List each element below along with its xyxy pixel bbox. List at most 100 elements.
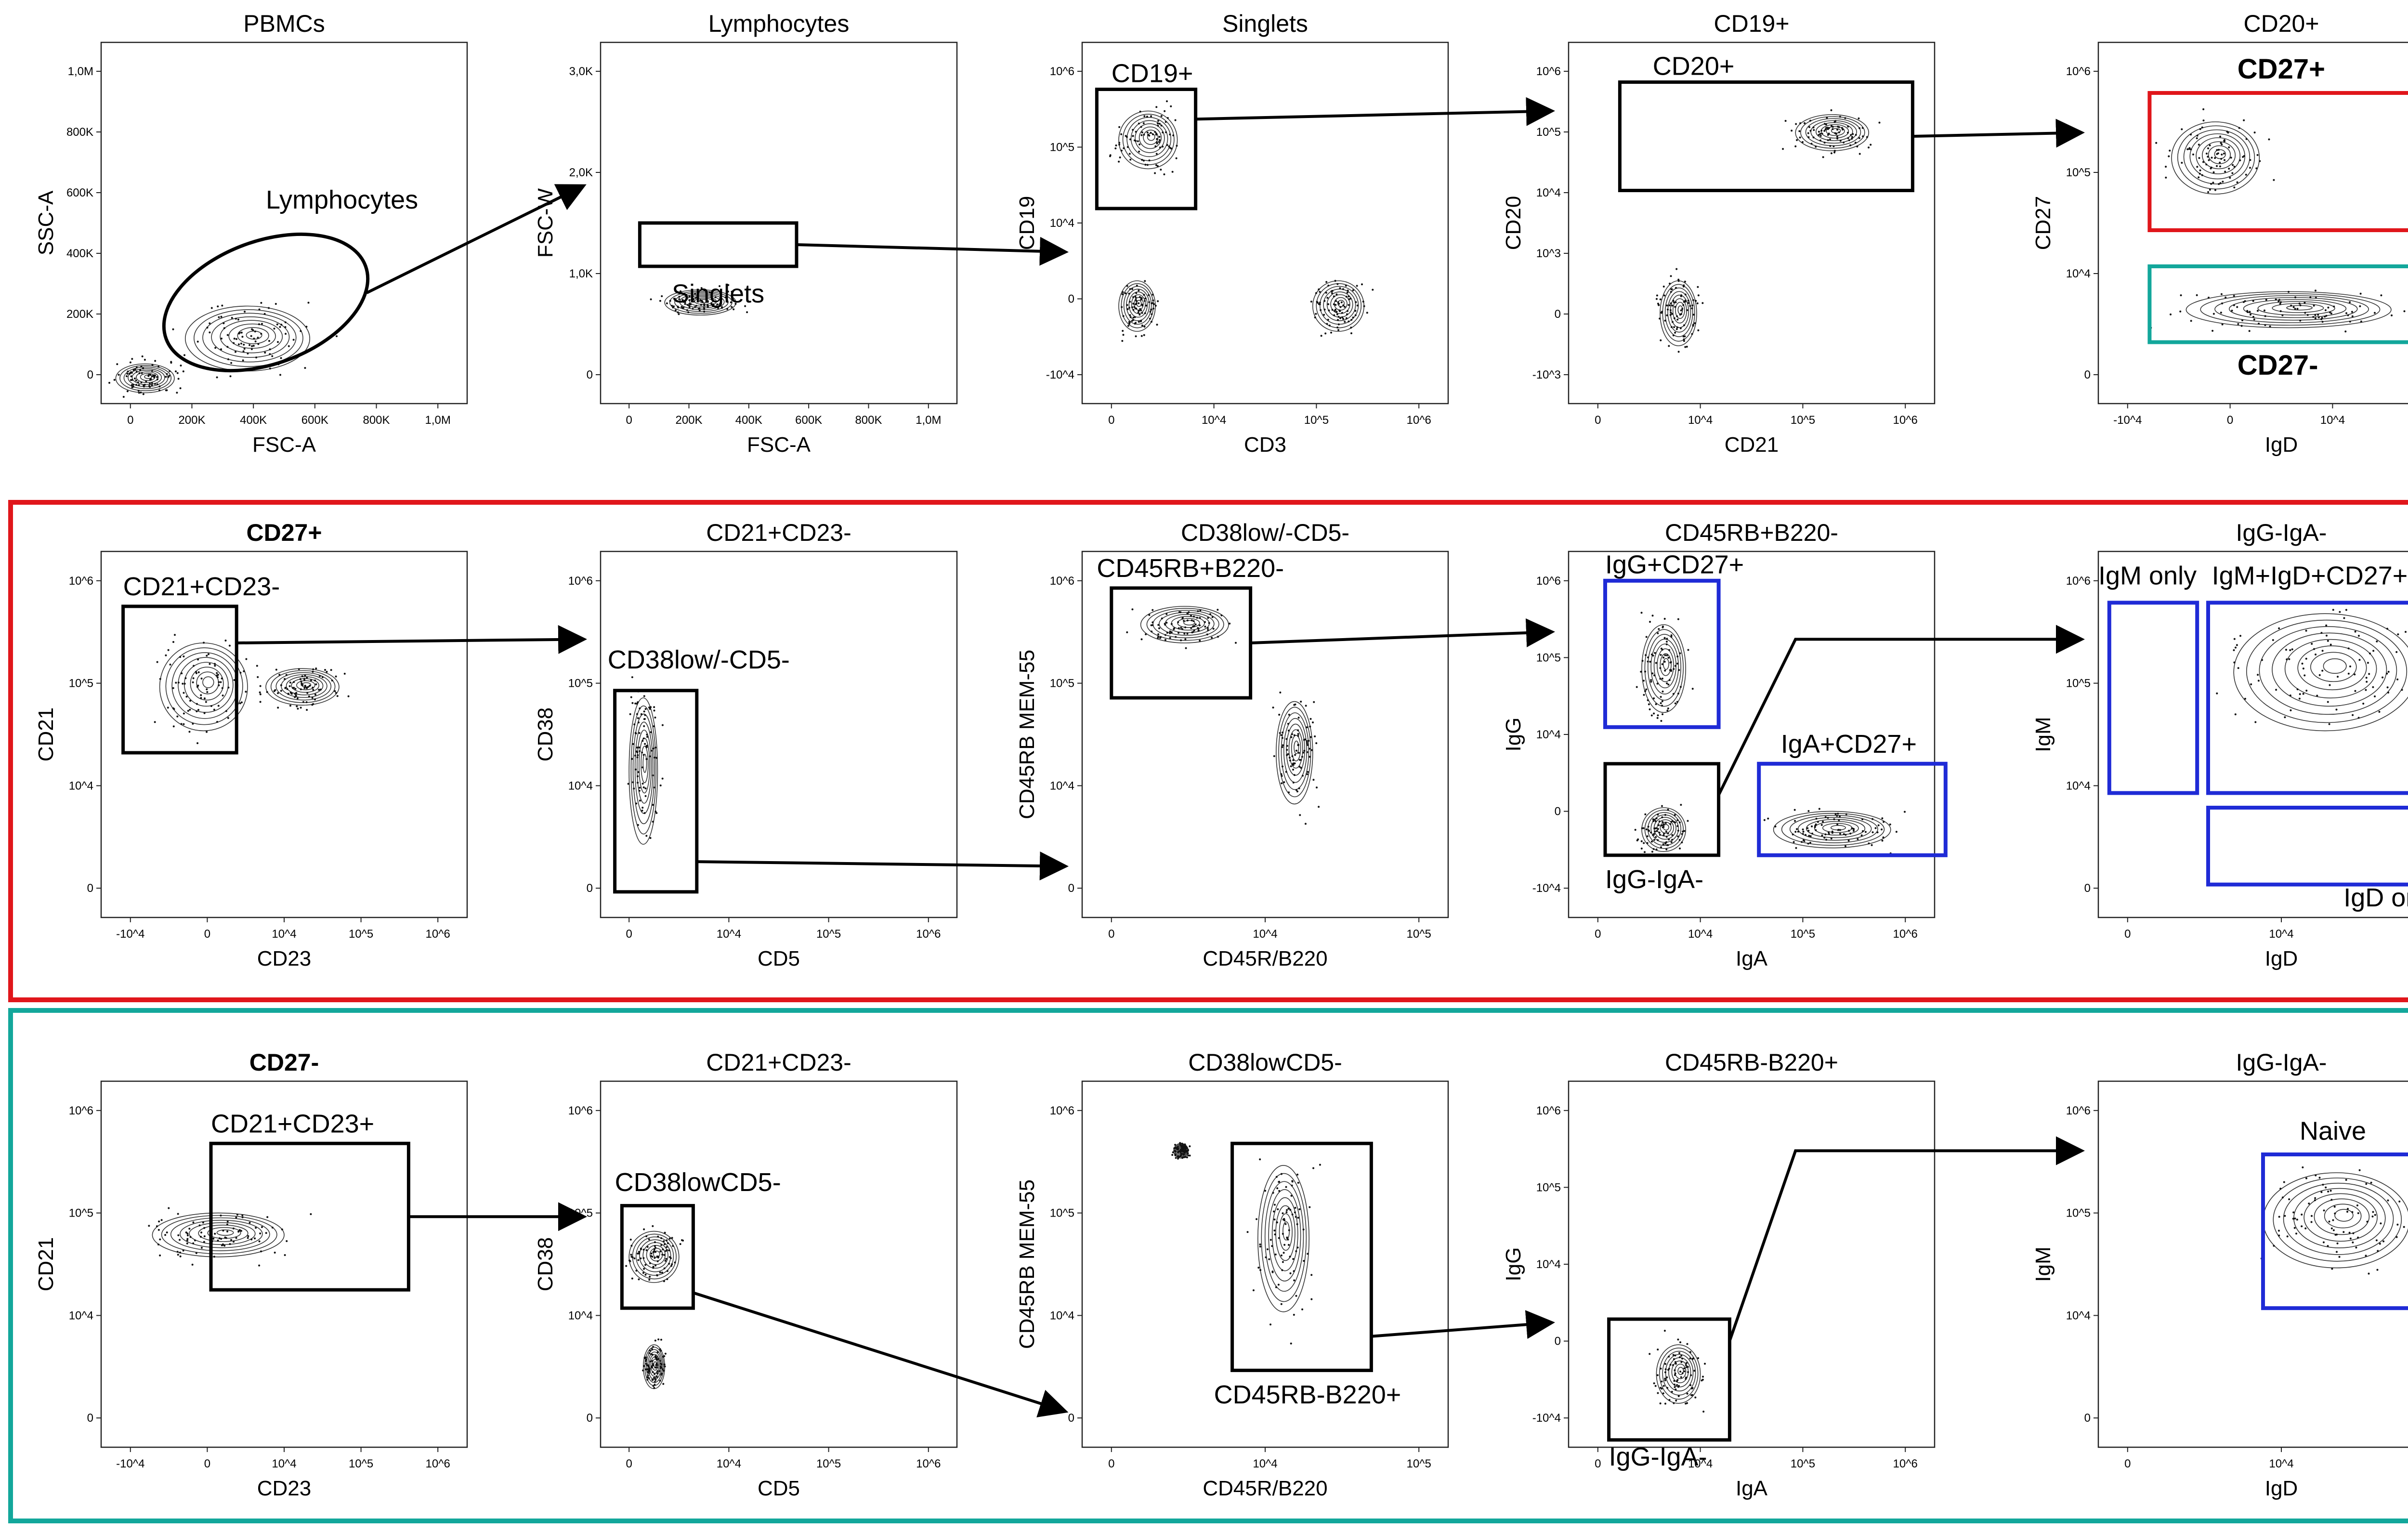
event-dot xyxy=(2273,179,2275,181)
event-dot xyxy=(2365,1183,2368,1185)
event-dot xyxy=(1697,294,1700,297)
event-dot xyxy=(1836,129,1839,131)
y-tick-label: 10^5 xyxy=(69,1207,93,1220)
event-dot xyxy=(315,667,317,669)
event-dot xyxy=(1669,282,1671,285)
event-dot xyxy=(1180,1152,1182,1155)
event-dot xyxy=(2237,667,2239,669)
event-dot xyxy=(1676,701,1678,703)
event-dot xyxy=(700,303,702,306)
event-dot xyxy=(650,1252,653,1255)
event-dot xyxy=(1132,309,1135,311)
event-dot xyxy=(1164,623,1166,625)
event-dot xyxy=(2318,1177,2321,1179)
event-dot xyxy=(287,693,289,695)
event-dot xyxy=(654,1373,656,1375)
event-dot xyxy=(1654,820,1657,823)
event-dot xyxy=(645,758,648,760)
event-dot xyxy=(1668,679,1671,681)
event-dot xyxy=(2278,1216,2280,1218)
event-dot xyxy=(1684,293,1687,296)
gate-arrow xyxy=(1195,97,1555,126)
event-dot xyxy=(1287,1244,1290,1246)
event-dot xyxy=(2359,292,2362,295)
event-dot xyxy=(278,674,281,676)
event-dot xyxy=(1288,757,1291,759)
event-dot xyxy=(1289,759,1291,762)
event-dot xyxy=(652,1225,654,1227)
gate-label: CD27- xyxy=(2238,350,2318,381)
event-dot xyxy=(221,687,223,689)
event-dot xyxy=(654,1251,657,1253)
event-dot xyxy=(1837,829,1840,831)
event-dot xyxy=(1347,289,1349,292)
event-dot xyxy=(1687,302,1689,304)
event-dot xyxy=(1673,1358,1675,1361)
event-dot xyxy=(314,694,316,696)
event-dot xyxy=(213,663,216,665)
x-tick-label: -10^4 xyxy=(116,928,144,941)
event-dot xyxy=(157,366,160,368)
event-dot xyxy=(302,701,304,703)
event-dot xyxy=(2248,330,2251,332)
y-tick-label: 10^5 xyxy=(2066,166,2091,179)
event-dot xyxy=(2332,1219,2334,1221)
event-dot xyxy=(2293,1227,2296,1229)
event-dot xyxy=(1889,823,1891,825)
event-dot xyxy=(1825,838,1828,841)
event-dot xyxy=(1832,128,1834,131)
event-dot xyxy=(335,675,337,678)
event-dot xyxy=(1660,1367,1662,1370)
event-dot xyxy=(642,1272,644,1274)
event-dot xyxy=(2346,1208,2349,1210)
population-contours xyxy=(627,676,664,845)
event-dot xyxy=(2315,1174,2317,1177)
event-dot xyxy=(1166,631,1168,634)
gate-rect xyxy=(613,689,699,894)
gate-label: Lymphocytes xyxy=(266,185,418,214)
event-dot xyxy=(252,345,255,347)
event-dot xyxy=(233,1241,235,1243)
event-dot xyxy=(1682,285,1685,288)
x-tick-label: 10^4 xyxy=(2269,1457,2293,1470)
event-dot xyxy=(2233,638,2236,640)
contour-line xyxy=(178,657,234,713)
event-dot xyxy=(1290,1194,1293,1197)
event-dot xyxy=(1132,135,1134,137)
event-dot xyxy=(252,329,254,331)
event-dot xyxy=(172,641,175,643)
event-dot xyxy=(1315,313,1317,315)
event-dot xyxy=(2296,1218,2298,1221)
event-dot xyxy=(659,300,661,302)
contour-line xyxy=(1264,1181,1304,1292)
event-dot xyxy=(1860,834,1863,837)
event-dot xyxy=(1336,313,1338,315)
gate-label: IgM+IgD+CD27+ xyxy=(2212,561,2408,590)
event-dot xyxy=(1346,291,1348,294)
y-axis-label: IgG xyxy=(1502,1247,1525,1282)
event-dot xyxy=(2329,643,2332,646)
event-dot xyxy=(1146,116,1148,118)
event-dot xyxy=(1328,309,1330,312)
x-tick-label: 10^6 xyxy=(1893,928,1918,941)
event-dot xyxy=(1156,142,1158,144)
event-dot xyxy=(2373,312,2376,314)
event-dot xyxy=(1660,312,1662,314)
panel-title: Lymphocytes xyxy=(708,10,850,37)
event-dot xyxy=(1141,303,1143,306)
gate-ellipse xyxy=(162,232,370,373)
event-dot xyxy=(2329,311,2331,314)
event-dot xyxy=(1671,326,1673,328)
contour-line xyxy=(1800,116,1865,149)
event-dot xyxy=(2218,183,2220,185)
event-dot xyxy=(1644,690,1647,693)
event-dot xyxy=(1826,117,1828,119)
event-dot xyxy=(1657,714,1659,717)
event-dot xyxy=(1656,1374,1659,1376)
event-dot xyxy=(1796,139,1798,141)
event-dot xyxy=(2345,1178,2347,1181)
event-dot xyxy=(2230,157,2232,159)
event-dot xyxy=(655,812,658,814)
event-dot xyxy=(708,291,711,294)
event-dot xyxy=(710,302,713,304)
